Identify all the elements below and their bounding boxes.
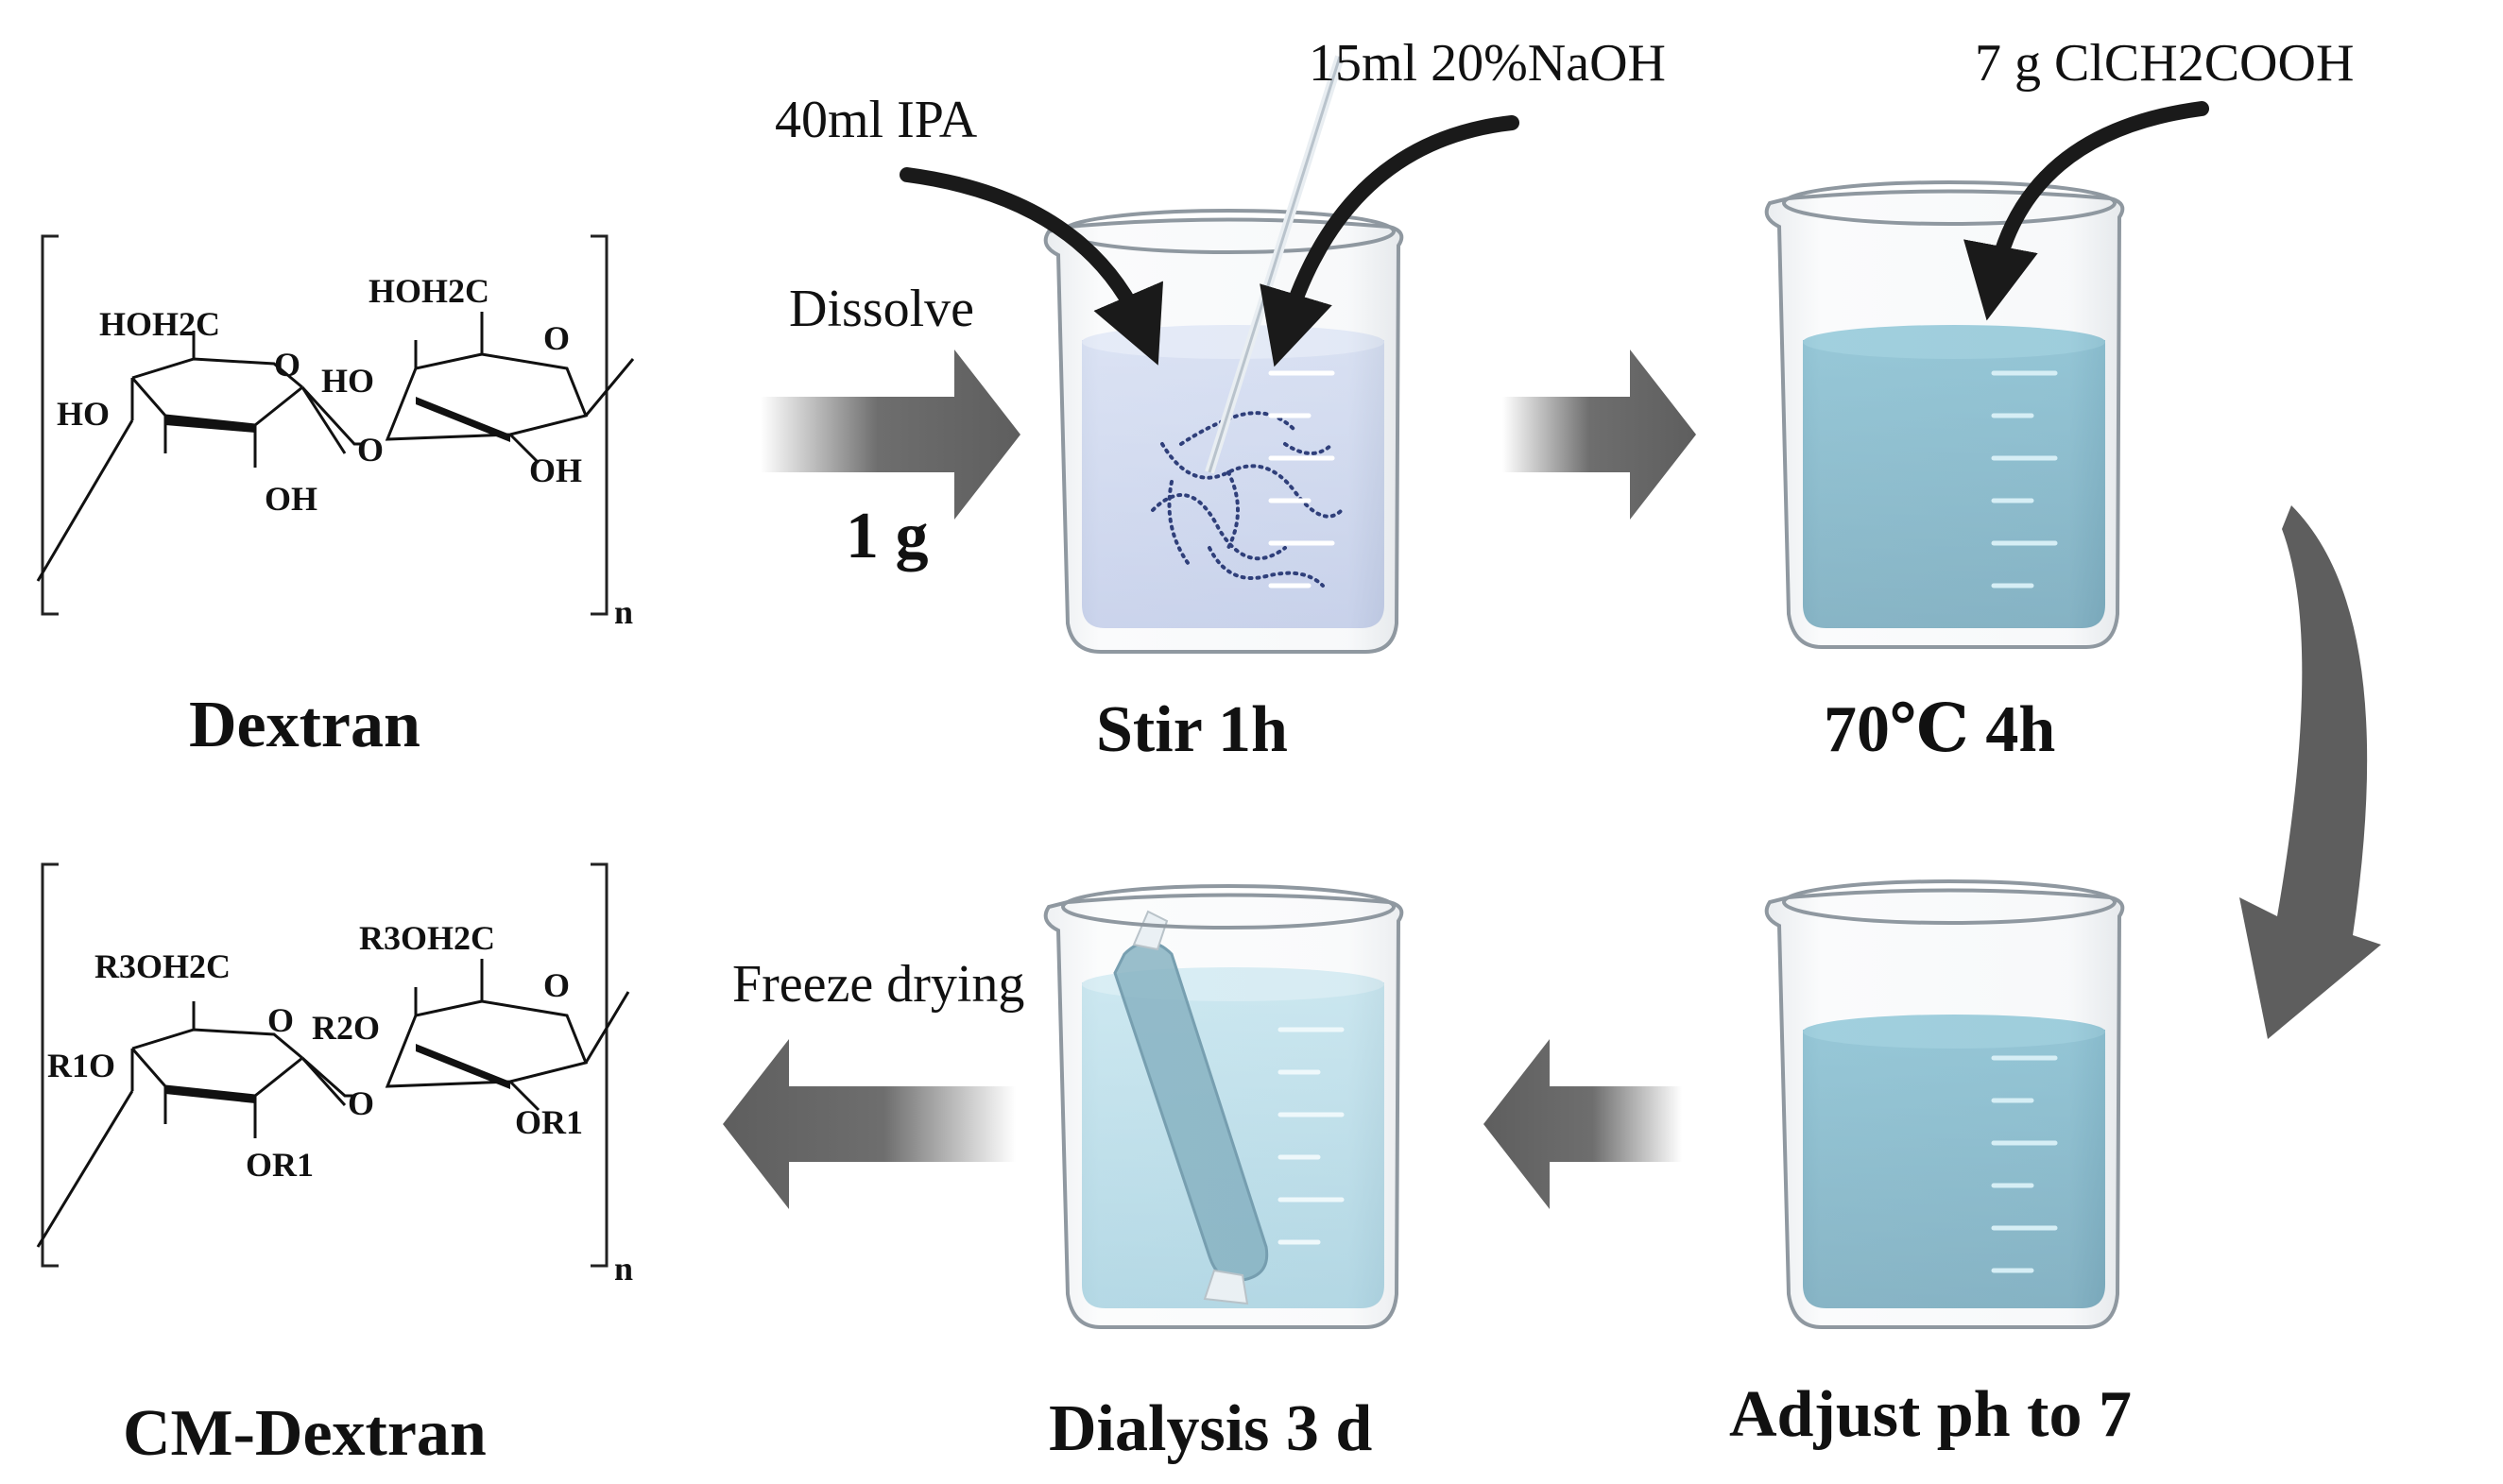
dextran-ring1-ch2: HOH2C	[99, 305, 220, 343]
step-dialysis-label: Dialysis 3 d	[1049, 1392, 1372, 1465]
cm-ring2-ch2: R3OH2C	[359, 919, 495, 957]
addition-arrow-2	[1963, 101, 2209, 321]
dextran-ring2-oh: OH	[529, 452, 582, 489]
clch2cooh-label: 7 g ClCH2COOH	[1975, 34, 2354, 93]
cm-ring2-o: O	[543, 966, 570, 1004]
step-heat-label: 70℃ 4h	[1824, 693, 2055, 766]
cm-bridge-o: O	[348, 1084, 374, 1122]
dextran-bridge-o: O	[357, 431, 384, 469]
arrow-to-dialysis	[1483, 1039, 1682, 1209]
naoh-label: 15ml 20%NaOH	[1309, 34, 1666, 93]
addition-arrows-1	[900, 115, 1519, 367]
cm-ring2-side: R2O	[312, 1009, 380, 1047]
beaker-stir: Stir 1h	[1043, 55, 1404, 766]
ipa-label: 40ml IPA	[775, 91, 978, 149]
dextran-ring1-o: O	[274, 346, 300, 384]
dissolve-label: Dissolve	[789, 280, 974, 338]
freeze-drying-label: Freeze drying	[732, 955, 1024, 1014]
cm-ring1-side: R1O	[47, 1047, 115, 1084]
freeze-drying-arrow: Freeze drying	[723, 955, 1024, 1209]
dextran-ring1-ho: HO	[57, 395, 110, 433]
dextran-ring2-ho: HO	[321, 362, 374, 400]
cm-ring2-bottom: OR1	[515, 1103, 583, 1141]
beaker-adjust: Adjust ph to 7	[1729, 879, 2132, 1451]
cm-ring1-bottom: OR1	[246, 1146, 314, 1184]
arrow-to-adjust	[2239, 505, 2381, 1039]
cm-ring1-ch2: R3OH2C	[94, 947, 231, 985]
repeat-n: n	[614, 593, 633, 631]
cm-dextran-structure: n R3OH2C R1O OR1 O O R3OH2C R2O OR1	[36, 862, 633, 1470]
dextran-label: Dextran	[189, 689, 420, 761]
dextran-ring1-oh: OH	[265, 480, 317, 518]
dextran-structure: n HOH2C HO OH O O HOH2C HO	[36, 234, 635, 761]
beaker-dialysis: Dialysis 3 d	[1043, 884, 1404, 1465]
mass-label: 1 g	[846, 500, 929, 572]
arrow-to-heat	[1502, 350, 1696, 520]
step-stir-label: Stir 1h	[1096, 693, 1288, 766]
dissolve-arrow: Dissolve 1 g	[761, 280, 1020, 572]
cm-repeat-n: n	[614, 1250, 633, 1288]
step-adjust-label: Adjust ph to 7	[1729, 1378, 2132, 1451]
dextran-ring2-o: O	[543, 319, 570, 357]
cm-dextran-label: CM-Dextran	[123, 1397, 487, 1470]
cm-ring1-o: O	[267, 1001, 294, 1039]
dextran-ring2-ch2: HOH2C	[369, 272, 489, 310]
beaker-heat: 70℃ 4h	[1764, 180, 2125, 766]
